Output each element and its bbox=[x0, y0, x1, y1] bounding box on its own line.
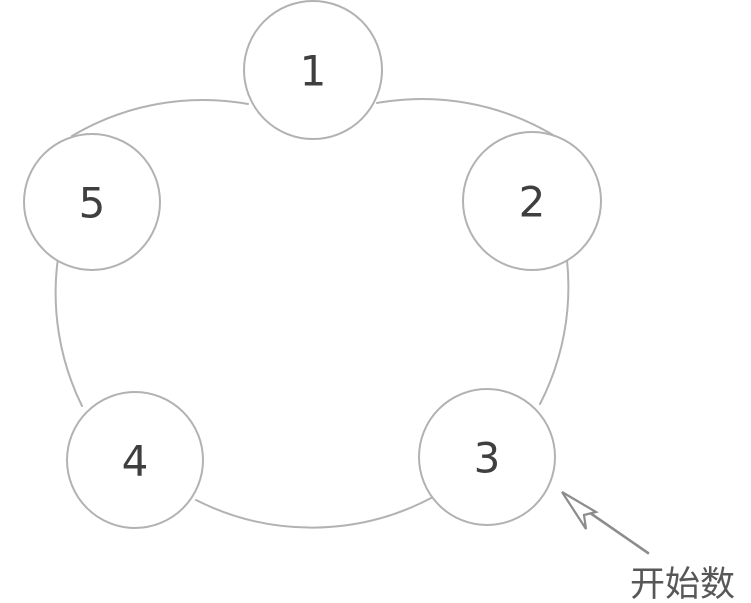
node-5-circle[interactable] bbox=[23, 133, 161, 271]
node-1[interactable]: 1 bbox=[243, 0, 383, 140]
node-5-label: 5 bbox=[79, 179, 106, 228]
node-2[interactable]: 2 bbox=[462, 131, 602, 271]
node-group: 1 2 3 4 5 bbox=[23, 0, 602, 529]
node-4-circle[interactable] bbox=[66, 391, 204, 529]
node-1-circle[interactable] bbox=[243, 0, 383, 140]
node-5[interactable]: 5 bbox=[23, 133, 161, 271]
link-node2-node3 bbox=[539, 259, 570, 405]
start-pointer-annotation: 开始数 bbox=[561, 491, 735, 603]
node-4[interactable]: 4 bbox=[66, 391, 204, 529]
node-3[interactable]: 3 bbox=[418, 388, 556, 526]
link-node3-node4 bbox=[195, 496, 434, 529]
node-3-label: 3 bbox=[474, 434, 501, 483]
node-3-circle[interactable] bbox=[418, 388, 556, 526]
link-group bbox=[54, 98, 570, 529]
node-2-circle[interactable] bbox=[462, 131, 602, 271]
link-node4-node5 bbox=[54, 257, 83, 407]
link-node5-node1 bbox=[71, 99, 249, 137]
node-1-label: 1 bbox=[300, 47, 327, 96]
link-node1-node2 bbox=[376, 98, 554, 136]
node-2-label: 2 bbox=[519, 178, 546, 227]
node-4-label: 4 bbox=[122, 437, 149, 486]
arrow-head-icon bbox=[561, 491, 599, 530]
start-number-caption: 开始数 bbox=[630, 565, 735, 603]
